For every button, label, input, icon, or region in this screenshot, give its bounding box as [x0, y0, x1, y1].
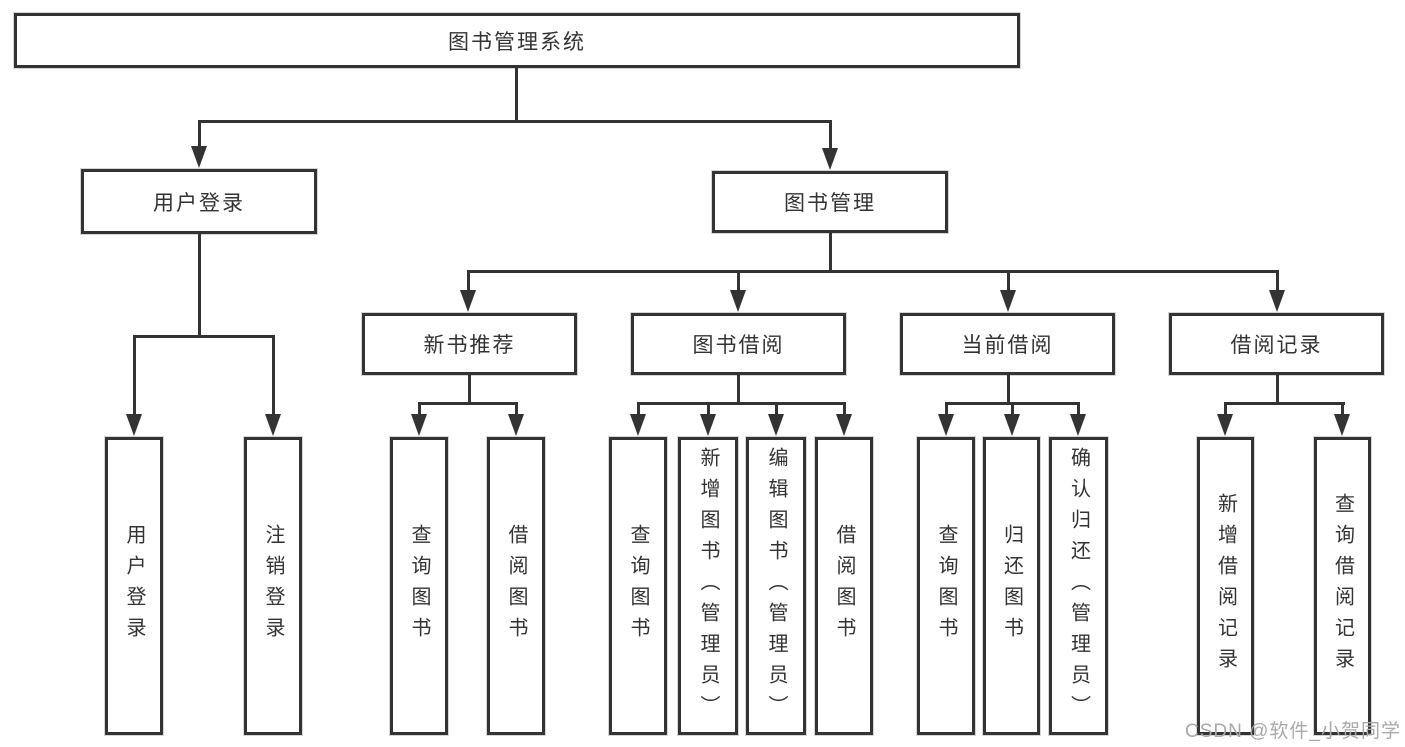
node-borrowing-query-books: 查询图书 [609, 437, 667, 735]
arrowhead-down-icon [1217, 414, 1233, 436]
node-borrow-records: 借阅记录 [1169, 313, 1384, 375]
node-book-management-system-label: 图书管理系统 [448, 30, 586, 54]
node-borrowing-add-books-admin-label: 新增图书（管理员） [697, 446, 719, 726]
connector-line [637, 403, 640, 421]
connector-line [945, 403, 948, 421]
node-newbooks-query-books: 查询图书 [390, 437, 448, 735]
node-records-query-record: 查询借阅记录 [1314, 437, 1371, 735]
connector-line [468, 375, 471, 404]
connector-line [418, 403, 421, 421]
node-borrowing-edit-books-admin-label: 编辑图书（管理员） [765, 446, 787, 726]
connector-line [515, 68, 518, 122]
connector-line [1276, 271, 1279, 299]
connector-line [467, 270, 1279, 273]
arrowhead-down-icon [836, 414, 852, 436]
connector-line [737, 375, 740, 404]
connector-line [637, 402, 846, 405]
connector-line [133, 335, 275, 338]
arrowhead-down-icon [126, 414, 142, 436]
connector-line [1007, 375, 1010, 404]
connector-line [198, 121, 201, 153]
node-newbooks-query-books-label: 查询图书 [408, 524, 430, 648]
node-current-query-books-label: 查询图书 [935, 524, 957, 648]
node-records-add-record: 新增借阅记录 [1197, 437, 1254, 735]
connector-line [198, 234, 201, 337]
arrowhead-down-icon [630, 414, 646, 436]
connector-line [843, 403, 846, 421]
node-borrowing-borrow-books: 借阅图书 [815, 437, 873, 735]
node-newbooks-borrow-books: 借阅图书 [487, 437, 545, 735]
node-records-add-record-label: 新增借阅记录 [1214, 493, 1237, 679]
arrowhead-down-icon [265, 414, 281, 436]
node-book-borrowing-label: 图书借阅 [692, 334, 785, 357]
connector-line [418, 402, 518, 405]
connector-line [1276, 375, 1279, 404]
connector-line [1224, 403, 1227, 421]
connector-line [272, 336, 275, 421]
arrowhead-down-icon [730, 290, 746, 312]
node-new-book-recommend: 新书推荐 [362, 313, 577, 375]
node-leaf-logout-label: 注销登录 [262, 524, 284, 648]
connector-line [829, 233, 832, 272]
arrowhead-down-icon [1269, 290, 1285, 312]
connector-line [1341, 403, 1344, 421]
arrowhead-down-icon [191, 146, 207, 168]
node-current-borrowing-label: 当前借阅 [961, 334, 1054, 357]
arrowhead-down-icon [1004, 414, 1020, 436]
arrowhead-down-icon [1334, 414, 1350, 436]
node-new-book-recommend-label: 新书推荐 [423, 334, 516, 357]
arrowhead-down-icon [938, 414, 954, 436]
arrowhead-down-icon [460, 290, 476, 312]
node-current-query-books: 查询图书 [917, 437, 975, 735]
arrowhead-down-icon [1070, 414, 1086, 436]
connector-line [1011, 403, 1014, 421]
connector-line [515, 403, 518, 421]
connector-line [829, 121, 832, 155]
node-current-borrowing: 当前借阅 [900, 313, 1115, 375]
connector-line [198, 120, 832, 123]
node-book-management: 图书管理 [712, 171, 948, 233]
connector-line [1224, 402, 1345, 405]
node-borrowing-query-books-label: 查询图书 [627, 524, 649, 648]
node-borrowing-borrow-books-label: 借阅图书 [833, 524, 855, 648]
arrowhead-down-icon [822, 148, 838, 170]
connector-line [1077, 403, 1080, 421]
node-current-confirm-return-admin: 确认归还（管理员） [1049, 437, 1108, 735]
connector-line [775, 403, 778, 421]
node-book-management-label: 图书管理 [784, 192, 876, 215]
arrowhead-down-icon [411, 414, 427, 436]
node-records-query-record-label: 查询借阅记录 [1331, 493, 1354, 679]
csdn-watermark: CSDN @软件_小贺同学 [1185, 721, 1401, 742]
node-user-login-label: 用户登录 [153, 191, 245, 215]
connector-line [707, 403, 710, 421]
node-newbooks-borrow-books-label: 借阅图书 [505, 524, 527, 648]
connector-line [133, 336, 136, 421]
node-user-login: 用户登录 [81, 169, 317, 234]
node-current-return-books-label: 归还图书 [1000, 524, 1023, 648]
node-borrowing-add-books-admin: 新增图书（管理员） [678, 437, 738, 735]
node-borrowing-edit-books-admin: 编辑图书（管理员） [746, 437, 806, 735]
arrowhead-down-icon [700, 414, 716, 436]
node-leaf-user-login-label: 用户登录 [123, 524, 145, 648]
node-borrow-records-label: 借阅记录 [1230, 334, 1323, 357]
node-leaf-user-login: 用户登录 [105, 437, 163, 735]
arrowhead-down-icon [1000, 290, 1016, 312]
arrowhead-down-icon [508, 414, 524, 436]
node-leaf-logout: 注销登录 [244, 437, 302, 735]
connector-line [1007, 271, 1010, 299]
node-current-return-books: 归还图书 [983, 437, 1040, 735]
connector-line [737, 271, 740, 299]
node-current-confirm-return-admin-label: 确认归还（管理员） [1067, 446, 1090, 726]
node-book-borrowing: 图书借阅 [631, 313, 846, 375]
node-book-management-system: 图书管理系统 [14, 13, 1020, 68]
connector-line [467, 271, 470, 299]
arrowhead-down-icon [768, 414, 784, 436]
